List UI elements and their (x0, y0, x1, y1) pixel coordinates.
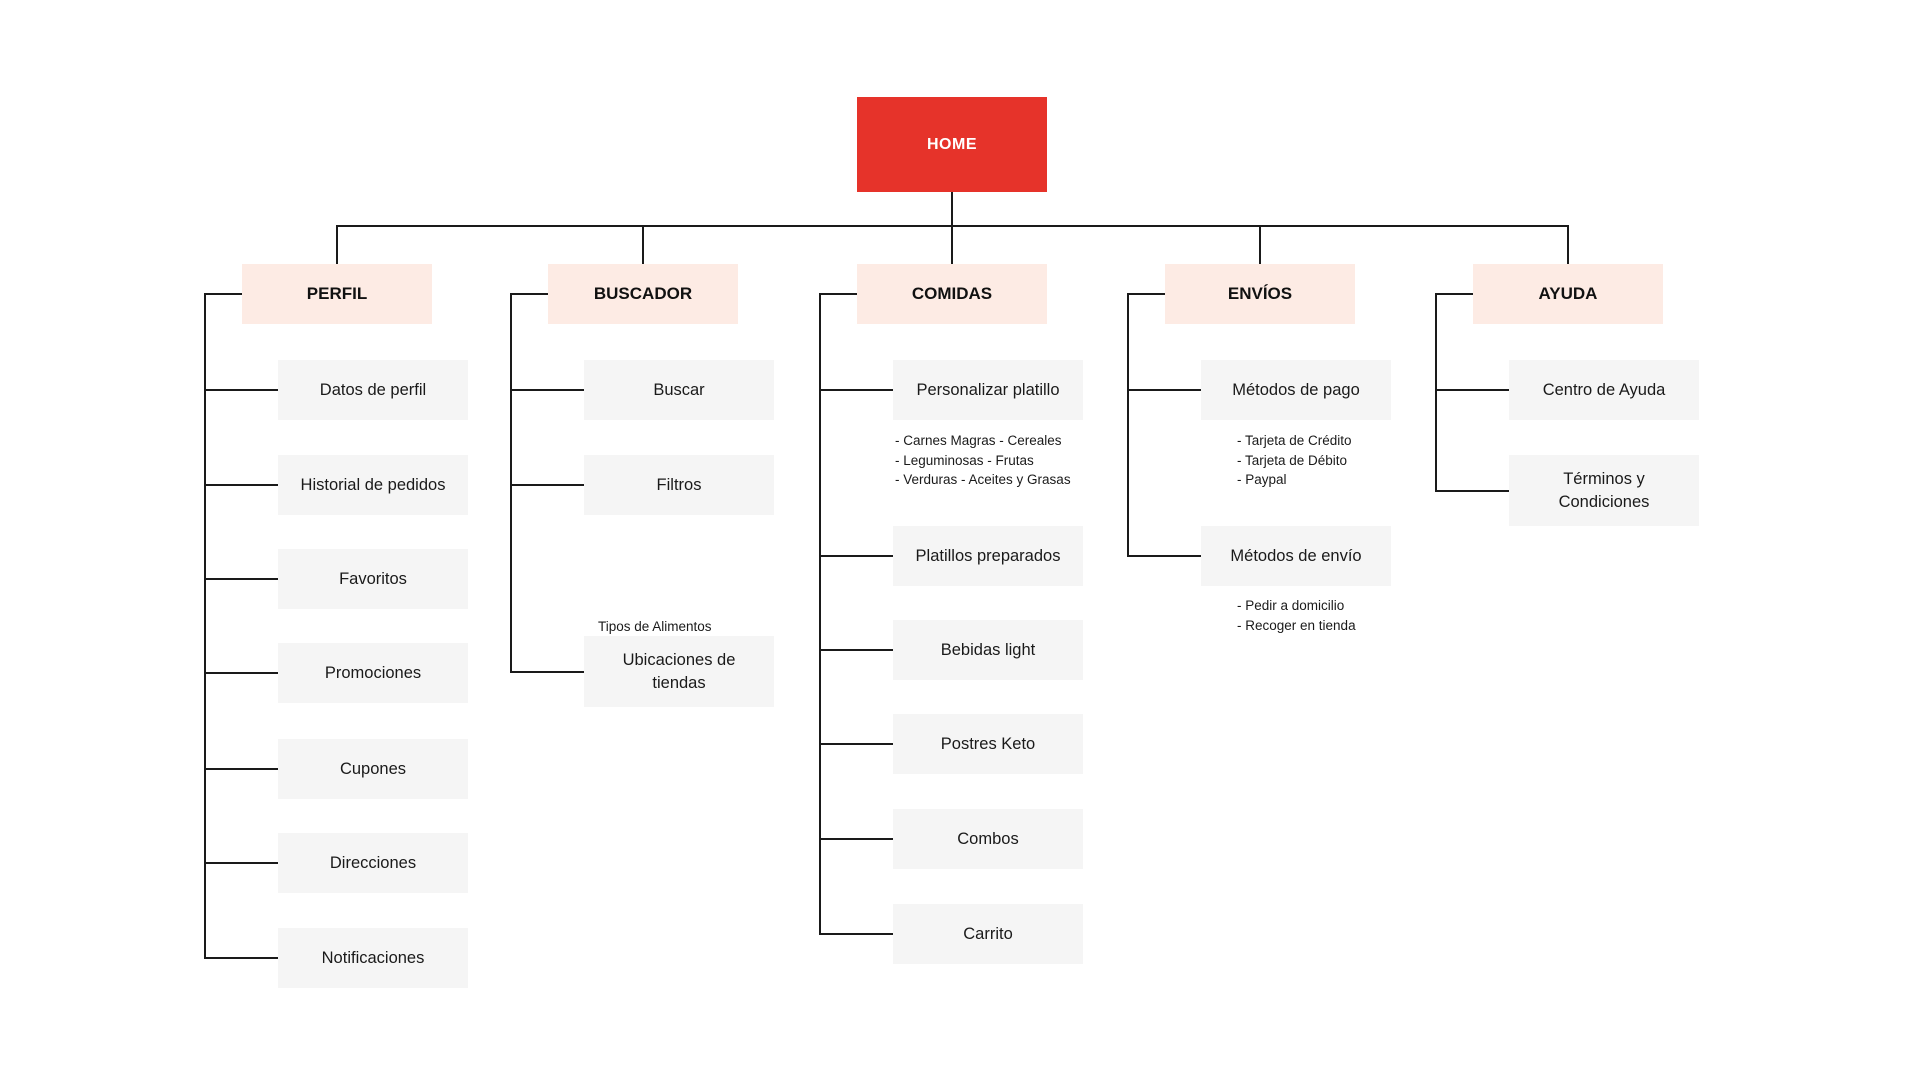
note-line: - Recoger en tienda (1237, 617, 1356, 633)
section-connector-comidas (819, 293, 857, 295)
section-connector-perfil (204, 293, 242, 295)
section-connector-buscador (510, 293, 548, 295)
item-perfil-1[interactable]: Historial de pedidos (278, 455, 468, 515)
note-line: - Carnes Magras - Cereales (895, 433, 1062, 448)
section-connector-ayuda (1435, 293, 1473, 295)
item-envios-0[interactable]: Métodos de pago (1201, 360, 1391, 420)
item-comidas-1[interactable]: Platillos preparados (893, 526, 1083, 586)
section-perfil[interactable]: PERFIL (242, 264, 432, 324)
item-perfil-6[interactable]: Notificaciones (278, 928, 468, 988)
spine-buscador (510, 293, 512, 673)
item-perfil-5[interactable]: Direcciones (278, 833, 468, 893)
item-connector-perfil-1 (204, 484, 278, 486)
item-connector-comidas-0 (819, 389, 893, 391)
item-buscador-1[interactable]: Filtros (584, 455, 774, 515)
item-connector-buscador-2 (510, 670, 584, 673)
item-perfil-0[interactable]: Datos de perfil (278, 360, 468, 420)
item-buscador-2[interactable]: Ubicaciones de tiendas (584, 636, 774, 707)
note-line: - Verduras - Aceites y Grasas (895, 472, 1071, 487)
note-envios-1: - Pedir a domicilio - Recoger en tienda (1237, 596, 1356, 635)
item-comidas-4[interactable]: Combos (893, 809, 1083, 869)
item-connector-comidas-5 (819, 933, 893, 935)
item-comidas-5[interactable]: Carrito (893, 904, 1083, 964)
section-envios[interactable]: ENVÍOS (1165, 264, 1355, 324)
section-drop-buscador (642, 225, 644, 264)
note-line: - Paypal (1237, 472, 1287, 487)
note-line: - Leguminosas - Frutas (895, 452, 1034, 468)
note-line: - Tarjeta de Débito (1237, 452, 1348, 468)
item-connector-buscador-1 (510, 484, 584, 486)
item-connector-perfil-6 (204, 957, 278, 959)
item-connector-perfil-3 (204, 672, 278, 674)
item-ayuda-0[interactable]: Centro de Ayuda (1509, 360, 1699, 420)
section-ayuda[interactable]: AYUDA (1473, 264, 1663, 324)
item-comidas-3[interactable]: Postres Keto (893, 714, 1083, 774)
item-ayuda-1[interactable]: Términos y Condiciones (1509, 455, 1699, 526)
item-connector-envios-0 (1127, 389, 1201, 391)
section-drop-envios (1259, 225, 1261, 264)
item-connector-comidas-4 (819, 838, 893, 840)
note-envios-0: - Tarjeta de Crédito - Tarjeta de Débito -… (1237, 431, 1352, 490)
item-connector-comidas-1 (819, 555, 893, 557)
item-perfil-3[interactable]: Promociones (278, 643, 468, 703)
home-connector (951, 192, 953, 226)
item-connector-perfil-4 (204, 768, 278, 770)
item-connector-perfil-0 (204, 389, 278, 391)
spine-perfil (204, 293, 206, 959)
spine-comidas (819, 293, 821, 935)
item-connector-buscador-0 (510, 389, 584, 391)
section-comidas[interactable]: COMIDAS (857, 264, 1047, 324)
item-connector-ayuda-0 (1435, 389, 1509, 391)
item-buscador-0[interactable]: Buscar (584, 360, 774, 420)
note-line: - Pedir a domicilio (1237, 598, 1345, 613)
item-envios-1[interactable]: Métodos de envío (1201, 526, 1391, 586)
item-connector-ayuda-1 (1435, 489, 1509, 492)
spine-ayuda (1435, 293, 1437, 492)
item-comidas-0[interactable]: Personalizar platillo (893, 360, 1083, 420)
item-connector-comidas-3 (819, 743, 893, 745)
item-connector-comidas-2 (819, 649, 893, 651)
item-connector-envios-1 (1127, 555, 1201, 557)
item-connector-perfil-5 (204, 862, 278, 864)
item-connector-perfil-2 (204, 578, 278, 580)
note-line: - Tarjeta de Crédito (1237, 433, 1352, 448)
section-drop-ayuda (1567, 225, 1569, 264)
section-drop-perfil (336, 225, 338, 264)
section-buscador[interactable]: BUSCADOR (548, 264, 738, 324)
item-comidas-2[interactable]: Bebidas light (893, 620, 1083, 680)
note-line: Tipos de Alimentos (598, 619, 712, 634)
section-connector-envios (1127, 293, 1165, 295)
section-drop-comidas (951, 225, 953, 264)
home-node[interactable]: HOME (857, 97, 1047, 192)
note-comidas-0: - Carnes Magras - Cereales - Leguminosas … (895, 431, 1071, 490)
spine-envios (1127, 293, 1129, 557)
item-perfil-2[interactable]: Favoritos (278, 549, 468, 609)
item-perfil-4[interactable]: Cupones (278, 739, 468, 799)
